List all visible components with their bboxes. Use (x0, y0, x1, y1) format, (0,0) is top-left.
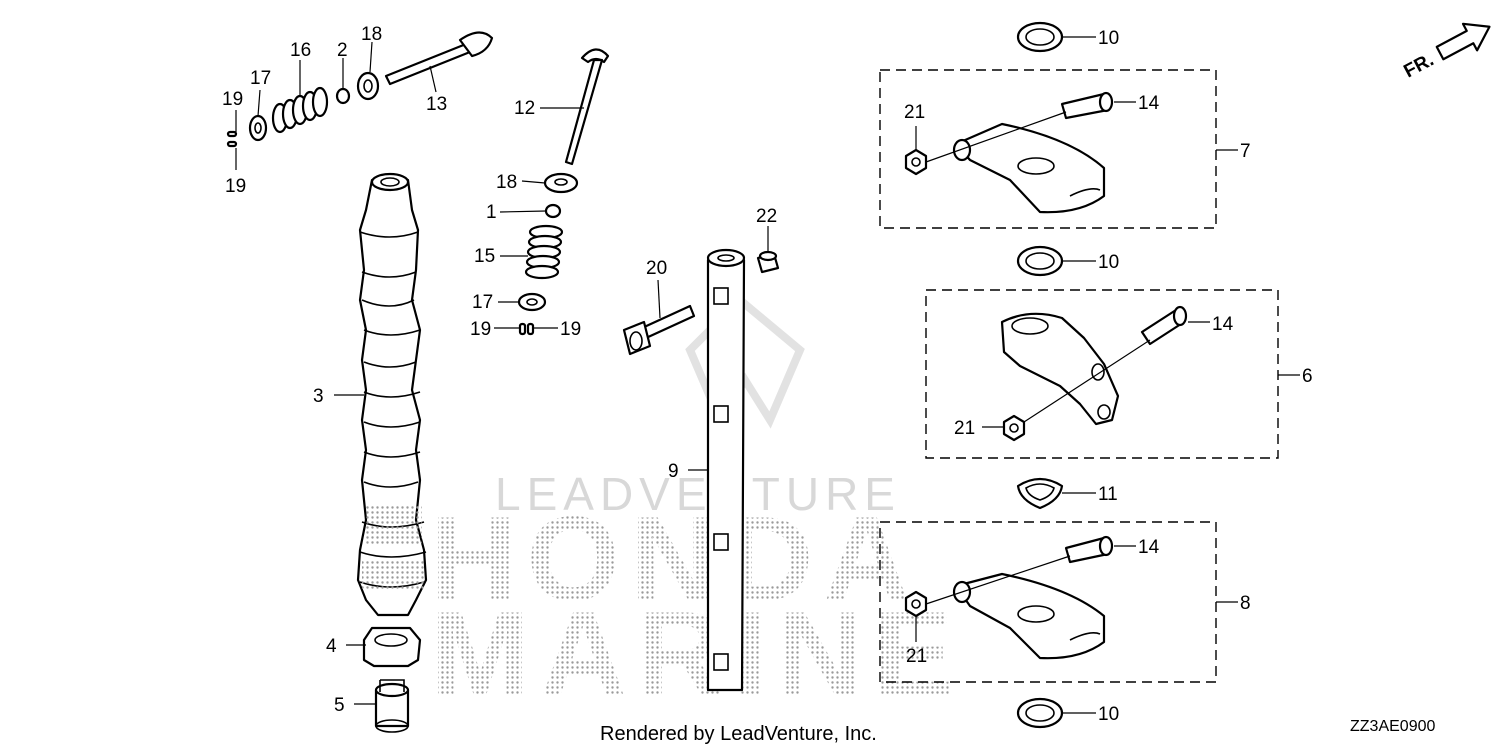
direction-label: FR. (1400, 50, 1437, 83)
spacer-11 (1016, 477, 1064, 510)
callout-8: 8 (1240, 593, 1251, 614)
callout-17-mid: 17 (472, 292, 493, 313)
seat-17-mid (517, 292, 547, 312)
assembly-box-7 (879, 69, 1217, 229)
callout-16: 16 (290, 40, 311, 61)
callout-18-top: 18 (361, 24, 382, 45)
forward-arrow-icon (1435, 22, 1491, 61)
callout-10-a: 10 (1098, 28, 1119, 49)
callout-19-mid-left: 19 (470, 319, 491, 340)
rocker-arm-6 (1000, 312, 1120, 426)
callout-5: 5 (334, 695, 345, 716)
direction-indicator: FR. (1400, 22, 1491, 83)
washer-10-b (1016, 245, 1064, 277)
callout-11: 11 (1098, 484, 1118, 505)
callout-19-top: 19 (222, 89, 243, 110)
adjust-screw-14-a (1060, 91, 1114, 120)
callout-15: 15 (474, 246, 495, 267)
callout-10-c: 10 (1098, 704, 1119, 725)
watermark-logo-line1: HONDA (430, 492, 920, 626)
retainer-18-mid (543, 172, 579, 194)
camshaft (356, 172, 428, 617)
callout-19-mid-right: 19 (560, 319, 581, 340)
cotters-19-top (226, 130, 238, 148)
footer-credit: Rendered by LeadVenture, Inc. (600, 723, 877, 745)
callout-3: 3 (313, 386, 324, 407)
callout-17-top: 17 (250, 68, 271, 89)
callout-7: 7 (1240, 141, 1251, 162)
callouts: 19 19 17 16 2 18 13 12 18 1 15 17 19 19 … (222, 24, 1313, 725)
nut-21-a (904, 148, 928, 176)
watermark-emblem-icon (685, 294, 805, 429)
cotters-19-mid (518, 322, 535, 336)
rocker-arm-8 (952, 572, 1106, 660)
valve-12 (564, 48, 610, 166)
rocker-shaft (706, 248, 746, 692)
leader-lines (235, 36, 1300, 714)
seat-17-top (248, 114, 268, 142)
seal-2 (335, 87, 351, 105)
watermark-logo-line2: MARINE (430, 587, 963, 721)
callout-2: 2 (337, 40, 348, 61)
callout-20: 20 (646, 258, 667, 279)
retainer-18-top (356, 71, 380, 101)
diagram-code: ZZ3AE0900 (1350, 718, 1435, 735)
pin-22 (756, 250, 780, 274)
callout-9: 9 (668, 461, 679, 482)
rocker-arm-7 (952, 122, 1106, 214)
bushing (374, 679, 410, 733)
watermark-brand-text: LEADVENTURE (495, 468, 901, 520)
callout-21-b: 21 (954, 418, 975, 439)
callout-21-c: 21 (906, 646, 927, 667)
callout-14-a: 14 (1138, 93, 1160, 114)
nut-21-b (1002, 414, 1026, 442)
callout-22: 22 (756, 206, 777, 227)
callout-1: 1 (486, 202, 497, 223)
washer-10-c (1016, 697, 1064, 729)
adjust-screw-14-c (1064, 535, 1114, 564)
callout-12: 12 (514, 98, 535, 119)
valve-13 (384, 31, 494, 86)
callout-14-b: 14 (1212, 314, 1234, 335)
callout-21-a: 21 (904, 102, 925, 123)
callout-4: 4 (326, 636, 337, 657)
nut-21-c (904, 590, 928, 618)
washer-10-a (1016, 21, 1064, 53)
assembly-box-6 (925, 289, 1279, 459)
callout-6: 6 (1302, 366, 1313, 387)
callout-10-b: 10 (1098, 252, 1119, 273)
bolt-20 (622, 304, 696, 356)
callout-19-bottom: 19 (225, 176, 246, 197)
seal-1 (544, 203, 562, 219)
callout-13: 13 (426, 94, 447, 115)
adjust-screw-14-b (1140, 305, 1188, 346)
callout-18-mid: 18 (496, 172, 517, 193)
drive-gear (362, 626, 422, 668)
watermark: LEADVENTURE HONDA MARINE (430, 294, 963, 721)
callout-14-c: 14 (1138, 537, 1160, 558)
spring-15 (524, 224, 564, 280)
